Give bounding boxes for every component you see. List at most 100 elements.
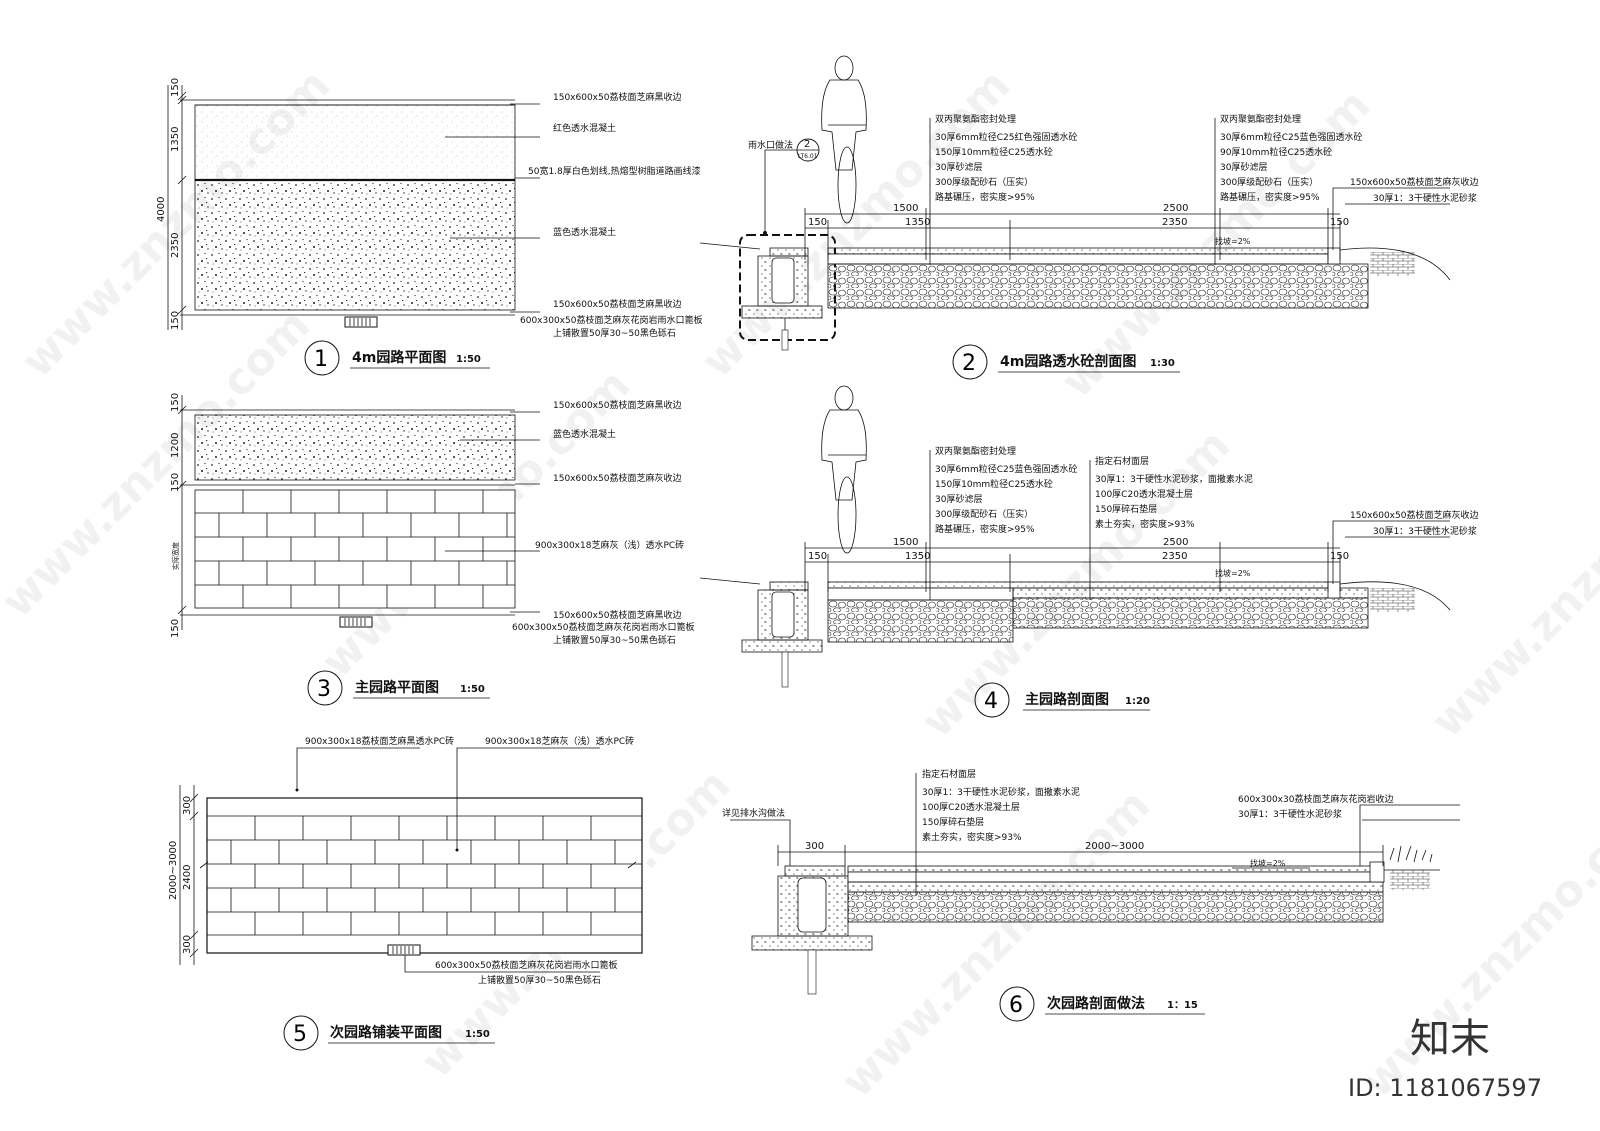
dim-text: 150	[808, 551, 827, 562]
layer-note: 100厚C20透水混凝土层	[922, 801, 1020, 813]
note: 30厚1：3干硬性水泥砂浆	[1373, 525, 1477, 537]
note: 50宽1.8厚白色划线,热熔型树脂道路画线漆	[528, 165, 701, 177]
layer-note: 30厚6mm粒径C25红色强固透水砼	[935, 131, 1077, 143]
layer-note: 90厚10mm粒径C25透水砼	[1220, 146, 1332, 158]
dim-text: 150	[170, 78, 181, 97]
layer-note: 指定石材面层	[922, 768, 976, 780]
detail-scale: 1:30	[1150, 358, 1175, 369]
detail-number: 1	[314, 347, 328, 372]
dim-text: 2500	[1163, 537, 1188, 548]
note: 900x300x18芝麻灰（浅）透水PC砖	[535, 539, 684, 551]
dim-text: 2500	[1163, 203, 1188, 214]
detail-title: 4m园路平面图	[352, 349, 446, 366]
dim-text-total: 2000~3000	[168, 841, 179, 900]
dim-text: 1500	[893, 203, 918, 214]
detail-number: 4	[984, 689, 998, 714]
note: 600x300x50荔枝面芝麻灰花岗岩雨水口篦板	[435, 959, 617, 971]
detail-2-section: 2 LT6.01 雨水口做法 1500 2500 150 1350 2350 1…	[699, 55, 1478, 380]
slope-text: 找坡=2%	[1250, 858, 1286, 868]
detail-title: 次园路剖面做法	[1047, 995, 1145, 1012]
layer-note: 100厚C20透水混凝土层	[1095, 488, 1193, 500]
layer-note: 300厚级配砂石（压实）	[935, 508, 1033, 520]
note: 900x300x18荔枝面芝麻黑透水PC砖	[305, 735, 454, 747]
note: 150x600x50荔枝面芝麻黑收边	[553, 609, 681, 621]
slope-text: 找坡=2%	[1215, 236, 1251, 246]
dim-text: 2350	[170, 233, 181, 258]
layer-note: 路基碾压，密实度>95%	[935, 523, 1035, 535]
layer-note: 150厚碎石垫层	[1095, 503, 1157, 515]
dim-text: 300	[182, 935, 193, 954]
note: 150x600x50荔枝面芝麻黑收边	[553, 298, 681, 310]
layer-note: 300厚级配砂石（压实）	[935, 176, 1033, 188]
watermark: www.znzmo.com	[1422, 419, 1600, 747]
detail-scale: 1:20	[1125, 696, 1150, 707]
layer-note: 30厚砂滤层	[1220, 161, 1267, 173]
detail-title: 主园路平面图	[355, 679, 439, 696]
note: 150x600x50荔枝面芝麻灰收边	[553, 472, 681, 484]
note: 上铺散置50厚30~50黑色砾石	[553, 327, 676, 339]
detail-1-plan: 150 1350 2350 150 4000 150x600x50荔枝面芝麻黑收…	[156, 78, 702, 376]
detail-number: 6	[1009, 993, 1023, 1018]
layer-note: 指定石材面层	[1095, 455, 1149, 467]
layer-note: 素土夯实，密实度>93%	[1095, 518, 1195, 530]
layer-note: 30厚6mm粒径C25蓝色强固透水砼	[1220, 131, 1362, 143]
brand-block: 知末 ID: 1181067597	[1348, 1016, 1542, 1102]
dim-text: 1350	[905, 217, 930, 228]
dim-text: 实际宽度	[171, 542, 180, 570]
ref-label: 雨水口做法	[748, 139, 793, 151]
detail-scale: 1:50	[460, 684, 485, 695]
note: 蓝色透水混凝土	[553, 428, 616, 440]
detail-scale: 1:50	[465, 1029, 490, 1040]
layer-note: 路基碾压，密实度>95%	[935, 191, 1035, 203]
note: 详见排水沟做法	[722, 807, 785, 819]
paver-grid	[207, 816, 642, 935]
detail-number: 2	[962, 351, 976, 376]
detail-scale: 1：15	[1167, 1000, 1198, 1011]
note: 150x600x50荔枝面芝麻黑收边	[553, 399, 681, 411]
dim-text: 150	[170, 393, 181, 412]
note: 上铺散置50厚30~50黑色砾石	[553, 634, 676, 646]
detail-title: 次园路铺装平面图	[330, 1024, 442, 1041]
note: 150x600x50荔枝面芝麻灰收边	[1350, 509, 1478, 521]
watermark: www.znzmo.com	[832, 779, 1160, 1107]
detail-title: 主园路剖面图	[1025, 691, 1109, 708]
note: 红色透水混凝土	[553, 122, 616, 134]
layer-note: 双丙聚氨酯密封处理	[935, 113, 1016, 125]
layer-note: 30厚砂滤层	[935, 161, 982, 173]
layer-note: 150厚10mm粒径C25透水砼	[935, 478, 1053, 490]
brand-logo: 知末	[1410, 1016, 1490, 1062]
dim-text: 150	[170, 619, 181, 638]
cyclist-figure	[821, 385, 867, 554]
dim-text: 150	[808, 217, 827, 228]
watermark: www.znzmo.com	[692, 59, 1020, 387]
note: 600x300x30荔枝面芝麻灰花岗岩收边	[1238, 793, 1393, 805]
note: 150x600x50荔枝面芝麻灰收边	[1350, 176, 1478, 188]
detail-scale: 1:50	[456, 354, 481, 365]
dim-text: 1500	[893, 537, 918, 548]
layer-note: 30厚1：3干硬性水泥砂浆，面撒素水泥	[922, 786, 1080, 798]
layer-note: 30厚6mm粒径C25蓝色强固透水砼	[935, 463, 1077, 475]
dim-text: 150	[170, 473, 181, 492]
dim-text: 150	[170, 311, 181, 330]
layer-note: 路基碾压，密实度>95%	[1220, 191, 1320, 203]
dim-text: 2350	[1162, 217, 1187, 228]
note: 上铺散置50厚30~50黑色砾石	[478, 974, 601, 986]
note: 600x300x50荔枝面芝麻灰花岗岩雨水口篦板	[512, 621, 694, 633]
detail-title: 4m园路透水砼剖面图	[1000, 353, 1136, 370]
dim-text: 2400	[182, 865, 193, 890]
detail-number: 5	[293, 1022, 307, 1047]
layer-note: 30厚1：3干硬性水泥砂浆，面撒素水泥	[1095, 473, 1253, 485]
layer-note: 双丙聚氨酯密封处理	[935, 445, 1016, 457]
dim-text-total: 4000	[156, 197, 167, 222]
cyclist-figure	[821, 55, 867, 224]
ref-number: 2	[804, 139, 810, 150]
detail-3-plan: 150 1200 150 实际宽度 150 150x600x50荔枝面芝麻黑收边…	[170, 393, 694, 706]
paver-grid	[195, 490, 515, 608]
note: 30厚1：3干硬性水泥砂浆	[1373, 192, 1477, 204]
detail-6-section: 300 2000~3000 找坡=2% 详见排水沟做法 指定石材面层 30厚1：…	[722, 768, 1460, 1022]
layer-note: 素土夯实，密实度>93%	[922, 831, 1022, 843]
dim-text: 150	[1330, 217, 1349, 228]
dim-text: 300	[182, 796, 193, 815]
slope-text: 找坡=2%	[1215, 568, 1251, 578]
